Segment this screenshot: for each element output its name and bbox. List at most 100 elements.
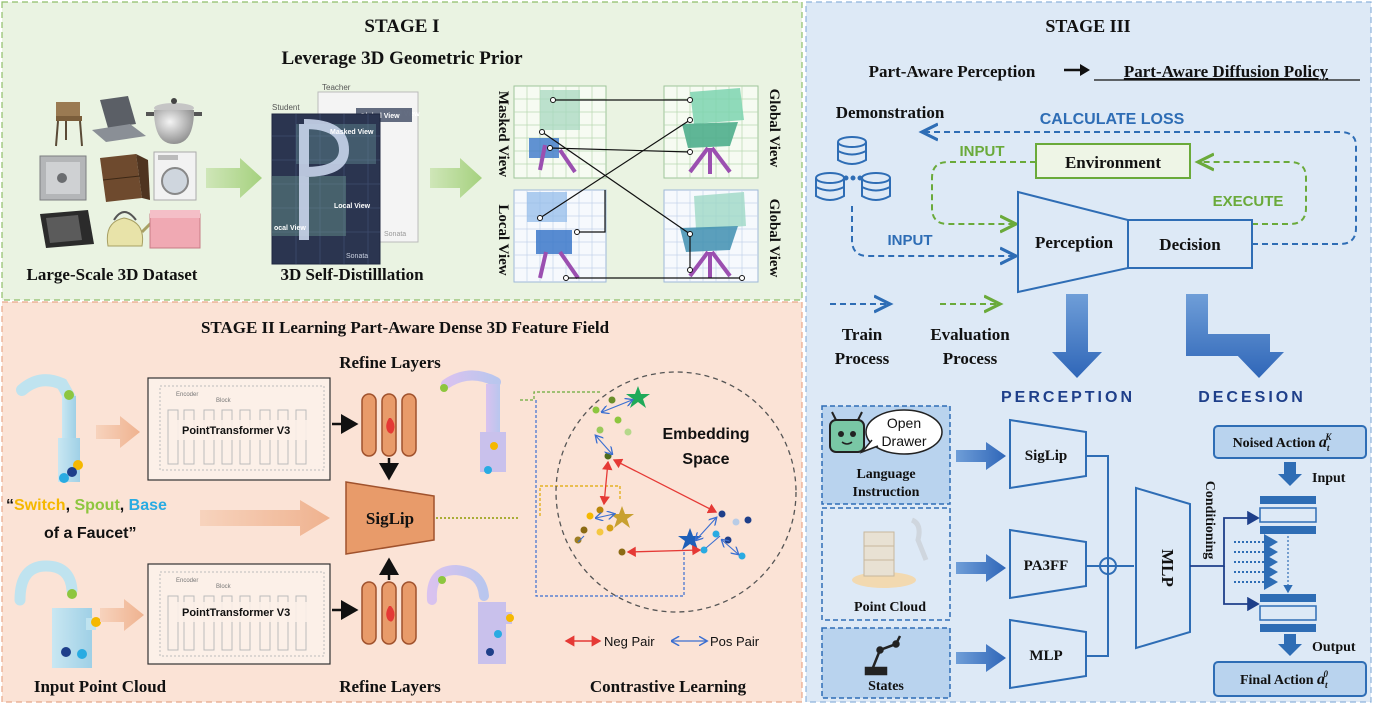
- denoise-steps: [1234, 534, 1278, 590]
- self-distillation-cards: Teacher Global View Global View Sonata S…: [271, 83, 420, 265]
- input-point-cloud-label: Input Point Cloud: [34, 677, 167, 696]
- star-base: [678, 528, 702, 550]
- denoise-layer-2: [1259, 507, 1317, 523]
- input-small-label: Input: [1312, 471, 1346, 486]
- train-input-label: INPUT: [888, 232, 933, 249]
- train-process-label-1: Train: [842, 325, 883, 344]
- point-cloud-image: [852, 517, 929, 588]
- siglip-encoder: [1009, 418, 1087, 490]
- final-action-box: [1213, 661, 1367, 697]
- environment-label: Environment: [1065, 153, 1161, 172]
- conditioning-label: Conditioning: [1202, 481, 1217, 560]
- global-view-label-2: Global View: [766, 199, 782, 278]
- speech-line-1: Open: [887, 415, 921, 431]
- masked-view-label: Masked View: [495, 91, 511, 177]
- ptv3-bottom-encoder-label: Encoder: [176, 578, 198, 584]
- dataset-label: Large-Scale 3D Dataset: [27, 265, 198, 284]
- arrow-faucet-bottom-to-ptv3: [100, 599, 144, 631]
- storage-box-object-image: [149, 210, 201, 249]
- concat-plus: [1100, 558, 1116, 574]
- robot-head-icon: [829, 411, 865, 453]
- mlp-encoder-label: MLP: [1029, 648, 1062, 664]
- ptv3-top-block-label: Block: [216, 398, 232, 404]
- student-sonata-label: Sonata: [346, 253, 368, 260]
- siglip-encoder-label: SigLip: [1025, 448, 1068, 464]
- faucet-output-top: [440, 370, 506, 474]
- decision-caps-label: DECESION: [1198, 389, 1306, 406]
- database-icon: [815, 136, 891, 201]
- ptv3-top-label: PointTransformer V3: [182, 425, 290, 437]
- big-mlp-block: [1135, 486, 1191, 650]
- local-view-grid: [513, 189, 607, 283]
- demonstration-label: Demonstration: [836, 103, 945, 122]
- calculate-loss-label: CALCULATE LOSS: [1040, 111, 1185, 128]
- star-switch: [610, 506, 634, 528]
- safe-object-image: [39, 155, 87, 201]
- language-label-2: Instruction: [853, 485, 920, 500]
- local-view-tag: Local View: [334, 203, 371, 210]
- decision-down-arrow: [1186, 294, 1284, 378]
- fire-icon: [386, 606, 395, 622]
- eval-input-label: INPUT: [960, 143, 1005, 160]
- stage2-title: STAGE II Learning Part-Aware Dense 3D Fe…: [201, 318, 610, 337]
- faucet-input-top: [16, 374, 83, 483]
- denoise-layer-5: [1259, 605, 1317, 621]
- output-arrow: [1278, 634, 1302, 656]
- link-base-bottom: [535, 400, 685, 597]
- arrow-language-to-siglip: [956, 442, 1006, 470]
- execute-label: EXECUTE: [1213, 193, 1284, 210]
- ptv3-top-encoder-label: Encoder: [176, 392, 198, 398]
- view-grids: [513, 85, 759, 283]
- faucet-output-bottom: [426, 564, 514, 664]
- siglip-label: SigLip: [366, 509, 414, 528]
- arrow-pointcloud-to-pa3ff: [956, 554, 1006, 582]
- masked-view-grid: [513, 85, 607, 179]
- microwave-object-image: [40, 210, 94, 248]
- eval-process-label-2: Process: [943, 349, 998, 368]
- arrow-prompt-to-siglip: [200, 500, 330, 536]
- global-view-grid-1: [663, 85, 759, 179]
- denoise-layer-3: [1260, 526, 1316, 534]
- train-process-label-2: Process: [835, 349, 890, 368]
- arrow-faucet-top-to-ptv3: [96, 416, 140, 448]
- student-card: [271, 113, 381, 265]
- robot-arm-icon: [864, 635, 902, 676]
- speech-bubble: [859, 409, 943, 455]
- embedding-space-circle: [555, 371, 797, 613]
- refine-layers-top-label: Refine Layers: [339, 353, 441, 372]
- teacher-sonata-label: Sonata: [384, 231, 406, 238]
- embedding-pairs: [577, 400, 738, 557]
- decision-block: [1127, 219, 1253, 269]
- laptop-object-image: [92, 96, 146, 142]
- speech-line-2: Drawer: [881, 433, 926, 449]
- ptv3-bottom-block-label: Block: [216, 584, 232, 590]
- perception-caps-label: PERCEPTION: [1001, 389, 1135, 406]
- ptv3-top-box: Encoder Block PointTransformer V3: [147, 377, 331, 481]
- eval-process-label-1: Evaluation: [930, 325, 1010, 344]
- arrow-dataset-to-distill: [206, 158, 262, 198]
- output-small-label: Output: [1312, 640, 1356, 655]
- pos-pair-legend-label: Pos Pair: [710, 634, 760, 649]
- final-action-label: Final Action at0: [1240, 669, 1329, 690]
- stage1-title: STAGE I: [364, 16, 439, 37]
- environment-box: [1035, 143, 1191, 179]
- chair-object-image: [55, 102, 83, 147]
- cabinet-object-image: [100, 154, 150, 202]
- denoise-layer-4: [1260, 594, 1316, 602]
- denoise-layer-6: [1260, 624, 1316, 632]
- pot-object-image: [146, 98, 202, 144]
- refine-layers-bottom-label: Refine Layers: [339, 677, 441, 696]
- global-view-label-1: Global View: [766, 89, 782, 168]
- link-spout-top: [520, 391, 600, 401]
- feature-merge-lines: [1086, 455, 1134, 657]
- teacher-card-label: Teacher: [322, 83, 351, 92]
- global-view-grid-2: [663, 189, 759, 283]
- mlp-encoder: [1009, 618, 1087, 690]
- distill-label: 3D Self-Distilllation: [280, 265, 424, 284]
- train-input-path: [851, 206, 1014, 256]
- heading-diffusion-policy: Part-Aware Diffusion Policy: [1124, 62, 1329, 81]
- conditioning-arrow-bottom: [1223, 566, 1260, 612]
- ptv3-bottom-label: PointTransformer V3: [182, 607, 290, 619]
- conditioning-arrow-top: [1190, 510, 1260, 567]
